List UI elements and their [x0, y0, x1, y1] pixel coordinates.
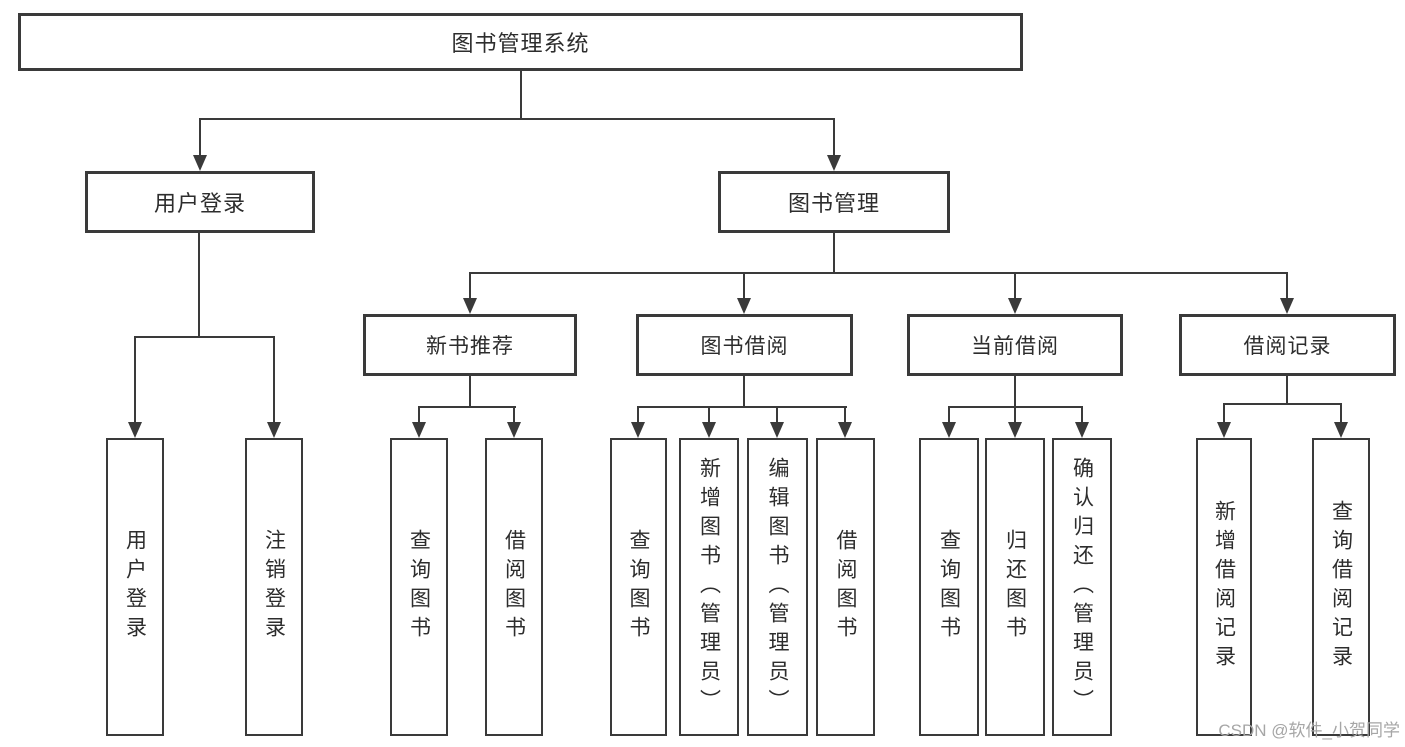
- arrow-down-icon: [1217, 422, 1231, 438]
- connector-vline: [273, 336, 275, 424]
- leaf-query-books-current: 查询图书: [919, 438, 979, 736]
- connector-vline: [776, 406, 778, 424]
- connector-vline: [1286, 272, 1288, 300]
- arrow-down-icon: [1008, 422, 1022, 438]
- leaf-confirm-return-admin: 确认归还（管理员）: [1052, 438, 1112, 736]
- arrow-down-icon: [1075, 422, 1089, 438]
- leaf-edit-books-admin: 编辑图书（管理员）: [747, 438, 808, 736]
- leaf-logout: 注销登录: [245, 438, 303, 736]
- node-user-login: 用户登录: [85, 171, 315, 233]
- arrow-down-icon: [412, 422, 426, 438]
- node-current-borrow: 当前借阅: [907, 314, 1123, 376]
- connector-vline: [1340, 403, 1342, 424]
- node-borrow-records: 借阅记录: [1179, 314, 1396, 376]
- connector-vline: [469, 272, 471, 300]
- connector-vline: [520, 71, 522, 120]
- arrow-down-icon: [737, 298, 751, 314]
- connector-vline: [948, 406, 950, 424]
- arrow-down-icon: [838, 422, 852, 438]
- connector-vline: [1223, 403, 1225, 424]
- arrow-down-icon: [463, 298, 477, 314]
- connector-hline: [469, 272, 1288, 274]
- connector-hline: [134, 336, 275, 338]
- node-book-management: 图书管理: [718, 171, 950, 233]
- arrow-down-icon: [1280, 298, 1294, 314]
- leaf-query-books-recommend: 查询图书: [390, 438, 448, 736]
- arrow-down-icon: [193, 155, 207, 171]
- leaf-user-login: 用户登录: [106, 438, 164, 736]
- connector-vline: [134, 336, 136, 424]
- node-root: 图书管理系统: [18, 13, 1023, 71]
- connector-vline: [743, 272, 745, 300]
- arrow-down-icon: [631, 422, 645, 438]
- connector-vline: [469, 376, 471, 408]
- leaf-return-books: 归还图书: [985, 438, 1045, 736]
- connector-hline: [637, 406, 847, 408]
- connector-vline: [1081, 406, 1083, 424]
- connector-vline: [844, 406, 846, 424]
- connector-hline: [199, 118, 835, 120]
- arrow-down-icon: [128, 422, 142, 438]
- watermark: CSDN @软件_小贺同学: [1218, 721, 1400, 740]
- connector-vline: [418, 406, 420, 424]
- connector-hline: [1223, 403, 1342, 405]
- leaf-add-books-admin: 新增图书（管理员）: [679, 438, 739, 736]
- node-book-borrow: 图书借阅: [636, 314, 853, 376]
- leaf-add-borrow-record: 新增借阅记录: [1196, 438, 1252, 736]
- arrow-down-icon: [267, 422, 281, 438]
- connector-vline: [513, 406, 515, 424]
- connector-vline: [1014, 272, 1016, 300]
- connector-hline: [418, 406, 516, 408]
- connector-vline: [833, 233, 835, 274]
- leaf-borrow-books-recommend: 借阅图书: [485, 438, 543, 736]
- connector-vline: [743, 376, 745, 408]
- connector-vline: [1014, 376, 1016, 408]
- leaf-borrow-books: 借阅图书: [816, 438, 875, 736]
- connector-vline: [833, 118, 835, 157]
- arrow-down-icon: [507, 422, 521, 438]
- leaf-query-books-borrow: 查询图书: [610, 438, 667, 736]
- connector-vline: [1286, 376, 1288, 405]
- connector-vline: [199, 118, 201, 157]
- arrow-down-icon: [942, 422, 956, 438]
- connector-vline: [708, 406, 710, 424]
- connector-vline: [637, 406, 639, 424]
- arrow-down-icon: [702, 422, 716, 438]
- arrow-down-icon: [1334, 422, 1348, 438]
- leaf-query-borrow-record: 查询借阅记录: [1312, 438, 1370, 736]
- arrow-down-icon: [1008, 298, 1022, 314]
- connector-vline: [198, 233, 200, 338]
- node-new-book-recommend: 新书推荐: [363, 314, 577, 376]
- arrow-down-icon: [770, 422, 784, 438]
- connector-vline: [1014, 406, 1016, 424]
- arrow-down-icon: [827, 155, 841, 171]
